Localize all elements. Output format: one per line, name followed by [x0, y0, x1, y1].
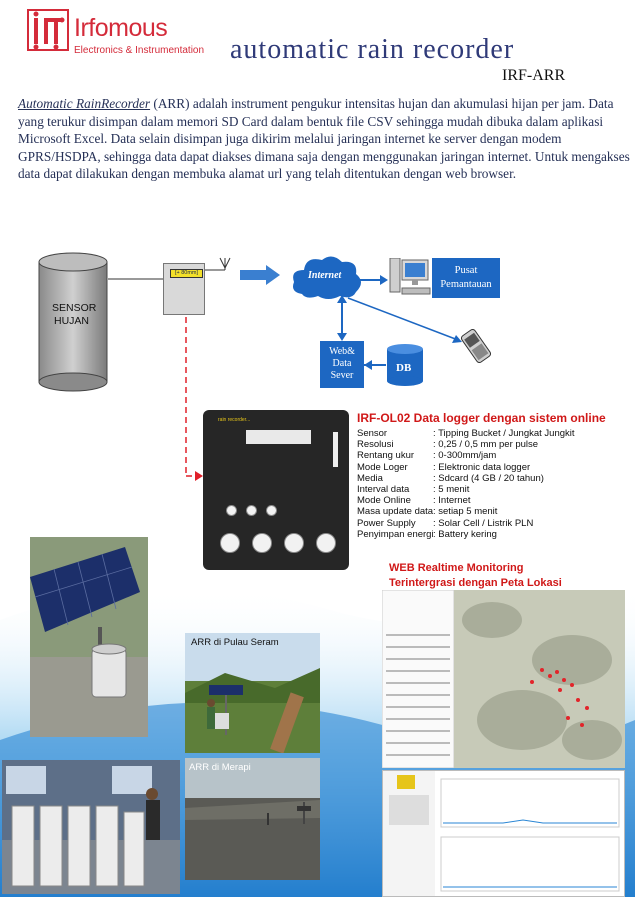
device-led-1 [226, 505, 237, 516]
web-line1: Web& [329, 346, 355, 357]
photo-solar-panel-sensor [30, 537, 148, 737]
spec-value: : Battery kering [433, 528, 497, 540]
brand-subtitle: Electronics & Instrumentation [74, 45, 205, 56]
web-dashboard-screenshot [382, 770, 625, 897]
intro-term: Automatic RainRecorder [18, 96, 151, 111]
web-map-screenshot [382, 590, 625, 768]
spec-row: Rentang ukur : 0-300mm/jam [357, 450, 575, 461]
db-label: DB [396, 362, 412, 374]
caption-seram: ARR di Pulau Seram [191, 637, 279, 648]
web-title-line1: WEB Realtime Monitoring [389, 562, 524, 574]
spec-key: Mode Loger [357, 461, 408, 473]
photo-arr-units-warehouse [2, 760, 180, 894]
spec-key: Rentang ukur [357, 450, 415, 462]
spec-row: Power Supply : Solar Cell / Listrik PLN [357, 518, 575, 529]
spec-value: : 5 menit [433, 483, 470, 495]
web-line2: Data [332, 358, 352, 369]
spec-row: Interval data : 5 menit [357, 484, 575, 495]
spec-key: Interval data [357, 483, 410, 495]
device-connector-1 [220, 533, 240, 553]
spec-key: Masa update data [357, 506, 434, 518]
device-connector-2 [252, 533, 272, 553]
web-monitoring-title: WEB Realtime Monitoring Terintergrasi de… [389, 561, 562, 591]
pusat-line2: Pemantauan [440, 279, 492, 290]
device-led-3 [266, 505, 277, 516]
spec-row: Media : Sdcard (4 GB / 20 tahun) [357, 473, 575, 484]
device-slot [333, 432, 338, 467]
sensor-label: SENSOR HUJAN [52, 302, 96, 328]
spec-value: : 0-300mm/jam [433, 450, 497, 462]
pusat-line1: Pusat [454, 265, 478, 276]
spec-row: Masa update data: setiap 5 menit [357, 506, 575, 517]
spec-row: Penyimpan energi: Battery kering [357, 529, 575, 540]
rain-sensor-cylinder-icon [38, 252, 108, 392]
spec-key: Resolusi [357, 439, 394, 451]
spec-row: Mode Loger : Elektronic data logger [357, 462, 575, 473]
intro-paragraph: Automatic RainRecorder (ARR) adalah inst… [18, 95, 630, 183]
logger-screen: [+ 80mm] [170, 269, 203, 278]
caption-merapi: ARR di Merapi [189, 762, 251, 773]
database-icon [387, 344, 423, 386]
spec-value: : Sdcard (4 GB / 20 tahun) [433, 472, 544, 484]
spec-title: IRF-OL02 Data logger dengan sistem onlin… [357, 411, 606, 425]
spec-value: : Tipping Bucket / Jungkat Jungkit [433, 428, 575, 439]
photo-arr-merapi [185, 758, 320, 880]
device-label: rain recorder... [218, 417, 251, 423]
sensor-label-line2: HUJAN [54, 315, 90, 327]
mobile-phone-icon [460, 328, 492, 364]
pusat-pemantauan-box: Pusat Pemantauan [432, 258, 500, 298]
web-data-server-box: Web& Data Sever [320, 341, 364, 388]
product-code: IRF-ARR [502, 67, 566, 84]
spec-key: Mode Online [357, 495, 411, 507]
computer-icon [389, 258, 431, 295]
spec-value: : 0,25 / 0,5 mm per pulse [433, 439, 539, 451]
sensor-label-line1: SENSOR [52, 302, 97, 314]
brand-name: Irfomous [74, 14, 168, 42]
web-title-line2: Terintergrasi dengan Peta Lokasi [389, 577, 562, 589]
spec-key: Sensor [357, 428, 388, 439]
web-line3: Sever [330, 370, 354, 381]
spec-list: Sensor : Tipping Bucket / Jungkat Jungkit… [357, 428, 575, 540]
device-lcd [246, 430, 311, 444]
brand-logo-icon [26, 8, 70, 52]
page-title: automatic rain recorder [230, 34, 515, 65]
internet-label: Internet [308, 270, 342, 281]
intro-text: (ARR) adalah instrument pengukur intensi… [18, 96, 630, 181]
spec-value: : setiap 5 menit [433, 506, 498, 518]
spec-key: Power Supply [357, 517, 416, 529]
diagram-connectors [108, 257, 462, 481]
spec-value: : Solar Cell / Listrik PLN [433, 517, 534, 529]
device-connector-3 [284, 533, 304, 553]
device-led-2 [246, 505, 257, 516]
spec-value: : Elektronic data logger [433, 461, 531, 473]
internet-cloud-icon [293, 256, 361, 299]
spec-key: Media [357, 472, 383, 484]
spec-row: Sensor : Tipping Bucket / Jungkat Jungkit [357, 428, 575, 439]
spec-row: Mode Online : Internet [357, 495, 575, 506]
spec-value: : Internet [433, 495, 471, 507]
device-connector-4 [316, 533, 336, 553]
spec-row: Resolusi : 0,25 / 0,5 mm per pulse [357, 439, 575, 450]
photo-arr-pulau-seram [185, 633, 320, 753]
spec-key: Penyimpan energi [357, 528, 434, 540]
